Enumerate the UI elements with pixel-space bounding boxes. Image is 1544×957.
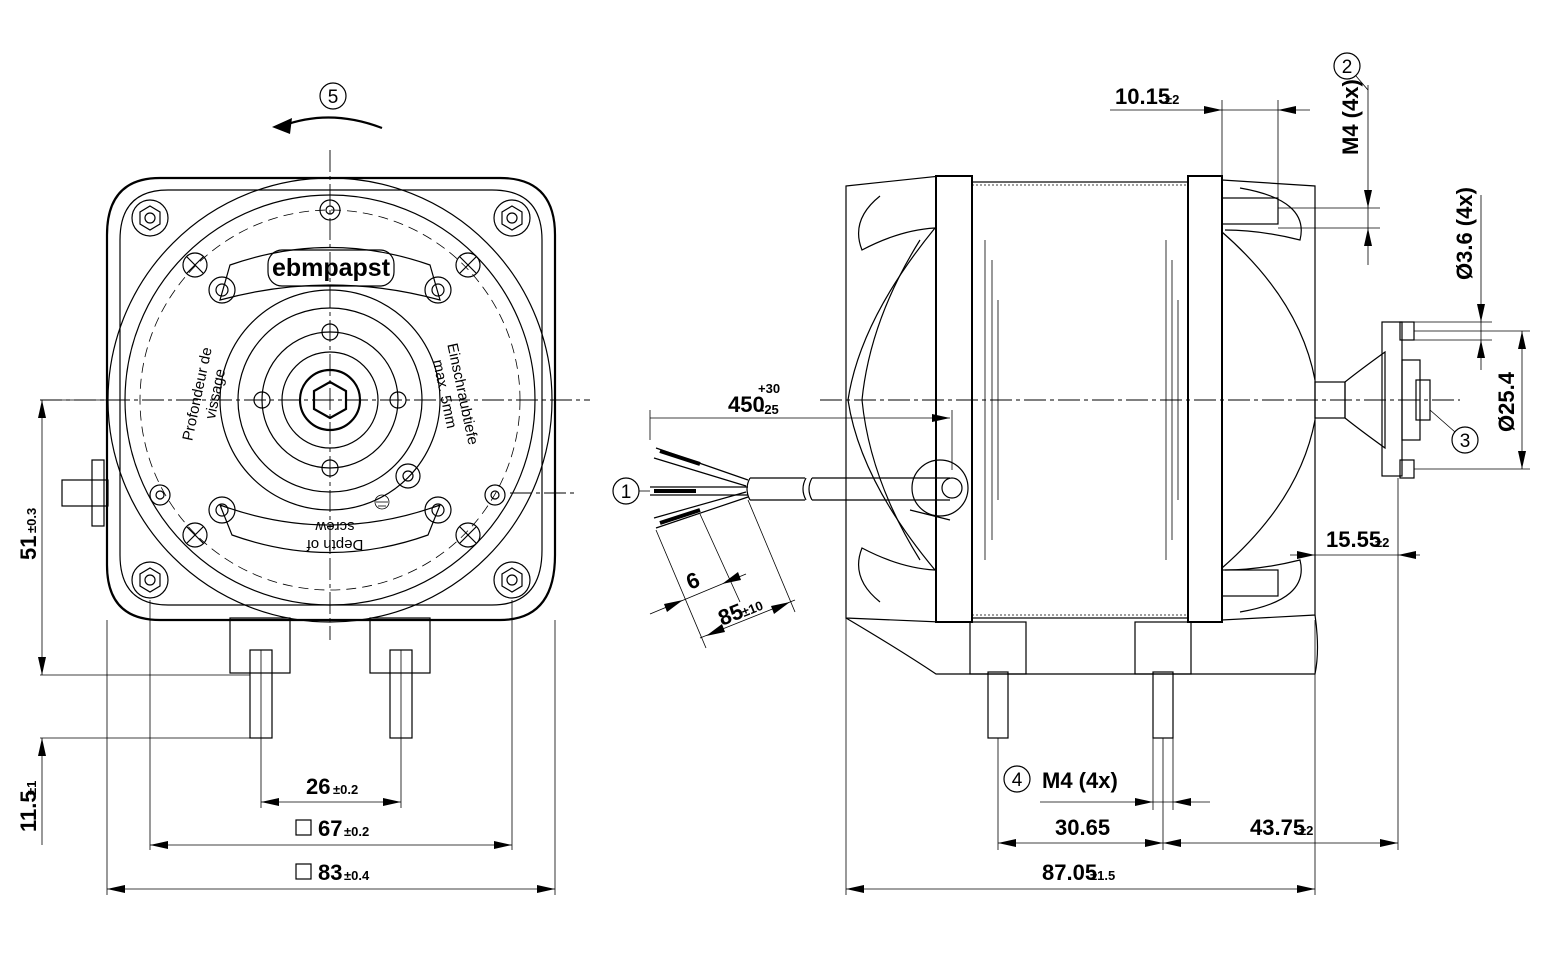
ground-symbol — [374, 494, 390, 510]
dim-83-value: 83 — [318, 860, 342, 885]
corner-bolt-top-left — [131, 199, 169, 237]
dim-26-value: 26 — [306, 774, 330, 799]
front-view: ebmpapst Profondeur de vissage Einschrau… — [40, 82, 590, 739]
callout-5-circle — [319, 82, 347, 110]
brand-plate: ebmpapst — [267, 249, 395, 287]
dim-10-15-value: 10.15 — [1115, 84, 1170, 109]
label-en-line2: screw — [315, 518, 354, 535]
dim-450-tol-down: -25 — [760, 402, 779, 417]
callout-2: 2 — [1342, 57, 1353, 78]
dim-43-75-value: 43.75 — [1250, 815, 1305, 840]
dim-87-05-tol: ±1.5 — [1090, 868, 1115, 883]
dim-m4-bottom: M4 (4x) — [1042, 768, 1118, 793]
dim-85-tol: ±10 — [740, 598, 766, 620]
corner-bolt-top-right — [493, 199, 531, 237]
dim-30-65: 30.65 — [1055, 815, 1110, 840]
dim-15-55-tol: ±2 — [1375, 535, 1389, 550]
side-view: 1 2 3 4 — [612, 52, 1479, 793]
dim-d3-6: Ø3.6 (4x) — [1452, 187, 1477, 280]
callout-4: 4 — [1012, 770, 1023, 791]
dim-51-value: 51 — [16, 536, 41, 560]
dim-d25-4: Ø25.4 — [1494, 371, 1519, 432]
front-view-dimensions: 51 ±0.3 11.5 ±1 26 ±0.2 67 ±0.2 83 ±0.4 — [16, 399, 556, 895]
corner-bolt-bottom-left — [131, 561, 169, 599]
side-view-dimensions: 10.15 ±2 M4 (4x) Ø3.6 (4x) Ø25.4 15.55 ±… — [649, 79, 1530, 895]
dim-15-55-value: 15.55 — [1326, 527, 1381, 552]
dim-m4-top: M4 (4x) — [1338, 79, 1363, 155]
dim-51-tol: ±0.3 — [24, 508, 39, 533]
callout-1: 1 — [621, 482, 632, 503]
callout-4-circle — [1003, 765, 1031, 793]
callout-3: 3 — [1460, 431, 1471, 452]
dim-11-5-tol: ±1 — [24, 781, 39, 795]
dim-6: 6 — [683, 567, 704, 595]
dim-85-value: 85 — [715, 598, 747, 630]
dim-67-value: 67 — [318, 816, 342, 841]
dim-450-value: 450 — [728, 392, 765, 417]
brand-logo: ebmpapst — [272, 254, 391, 282]
callout-2-circle — [1333, 52, 1361, 80]
callout-5: 5 — [328, 87, 339, 108]
dim-67-tol: ±0.2 — [344, 824, 369, 839]
dim-10-15-tol: ±2 — [1165, 92, 1179, 107]
dim-87-05-value: 87.05 — [1042, 860, 1097, 885]
label-en-line1: Depth of — [306, 536, 364, 553]
dim-83-tol: ±0.4 — [344, 868, 370, 883]
dim-450-tol-up: +30 — [758, 381, 780, 396]
dim-26-tol: ±0.2 — [333, 782, 358, 797]
dim-43-75-tol: ±2 — [1299, 823, 1313, 838]
callout-3-circle — [1451, 426, 1479, 454]
corner-bolt-bottom-right — [493, 561, 531, 599]
dim-11-5-value: 11.5 — [16, 790, 41, 832]
